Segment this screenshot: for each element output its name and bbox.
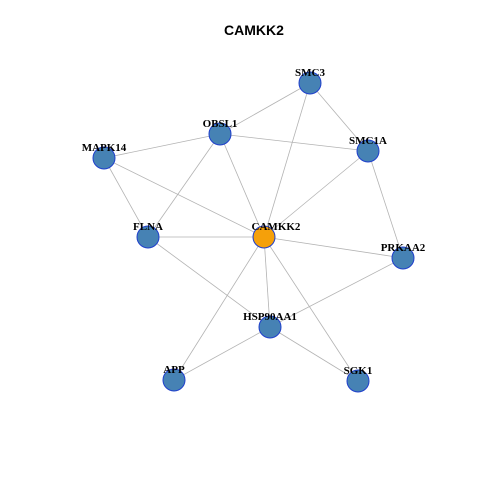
edge-smc3-obsl1 [219, 82, 311, 135]
node-label: PRKAA2 [381, 242, 426, 254]
node-circle[interactable] [92, 146, 116, 170]
node-label: MAPK14 [82, 142, 127, 154]
node-obsl1[interactable]: OBSL1 [203, 118, 238, 146]
node-smc3[interactable]: SMC3 [295, 67, 325, 95]
edge-prkaa2-hsp90aa1 [269, 257, 404, 328]
node-mapk14[interactable]: MAPK14 [82, 142, 127, 170]
edge-obsl1-mapk14 [103, 133, 221, 159]
edge-hsp90aa1-app [173, 326, 271, 381]
node-label: OBSL1 [203, 118, 238, 130]
edge-mapk14-flna [103, 157, 149, 238]
edge-smc3-smc1a [309, 82, 369, 152]
edge-obsl1-camkk2 [219, 133, 265, 238]
node-label: SGK1 [344, 365, 373, 377]
node-camkk2[interactable]: CAMKK2 [252, 221, 301, 249]
node-label: CAMKK2 [252, 221, 301, 233]
edge-flna-hsp90aa1 [147, 236, 271, 328]
node-app[interactable]: APP [162, 364, 186, 392]
node-circle[interactable] [136, 225, 160, 249]
node-flna[interactable]: FLNA [133, 221, 163, 249]
node-label: APP [163, 364, 185, 376]
node-label: FLNA [133, 221, 163, 233]
edge-layer [103, 82, 404, 382]
edge-camkk2-prkaa2 [263, 236, 404, 259]
edge-hsp90aa1-sgk1 [269, 326, 359, 382]
node-label: HSP90AA1 [243, 311, 297, 323]
node-circle[interactable] [391, 246, 415, 270]
node-label: SMC1A [349, 135, 387, 147]
node-circle[interactable] [356, 139, 380, 163]
edge-smc1a-prkaa2 [367, 150, 404, 259]
node-prkaa2[interactable]: PRKAA2 [381, 242, 426, 270]
node-circle[interactable] [346, 369, 370, 393]
edge-camkk2-hsp90aa1 [263, 236, 271, 328]
node-circle[interactable] [252, 225, 276, 249]
node-circle[interactable] [258, 315, 282, 339]
diagram-title: CAMKK2 [224, 22, 284, 38]
node-circle[interactable] [162, 368, 186, 392]
edge-obsl1-flna [147, 133, 221, 238]
edge-camkk2-sgk1 [263, 236, 359, 382]
node-smc1a[interactable]: SMC1A [349, 135, 387, 163]
edge-smc3-camkk2 [263, 82, 311, 238]
edge-smc1a-camkk2 [263, 150, 369, 238]
node-hsp90aa1[interactable]: HSP90AA1 [243, 311, 297, 339]
edge-obsl1-smc1a [219, 133, 369, 152]
node-circle[interactable] [298, 71, 322, 95]
edge-camkk2-app [173, 236, 265, 381]
edge-mapk14-camkk2 [103, 157, 265, 238]
node-sgk1[interactable]: SGK1 [344, 365, 373, 393]
node-circle[interactable] [208, 122, 232, 146]
node-label: SMC3 [295, 67, 325, 79]
